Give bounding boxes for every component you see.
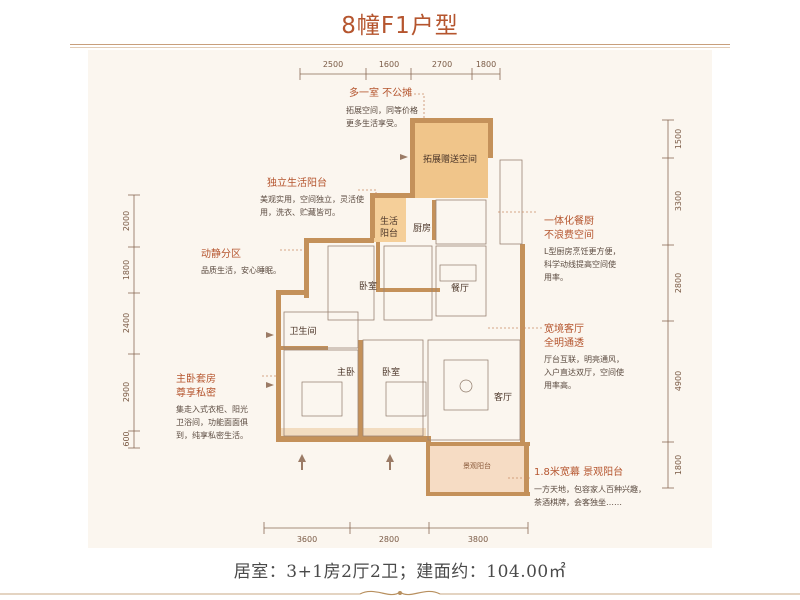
right-dim-5: 1800 [674,455,683,475]
note-extra-room-body: 拓展空间，同等价格 更多生活享受。 [346,106,418,128]
walls [276,118,530,496]
room-bedroom-top: 卧室 [359,280,377,292]
bottom-ornament [0,590,800,596]
room-dining: 餐厅 [451,282,469,294]
bottom-dim-3: 3800 [468,535,488,544]
top-dimension-line [299,68,501,80]
bottom-dimension-line [263,522,529,534]
note-view-balcony-body: 一方天地，包容家人百种兴趣， 茶酒棋牌，会客独坐…… [534,485,646,507]
note-kitchen-body: L型厨房烹饪更方便， 科学动线提高空间使 用率。 [544,247,621,282]
left-dimension-line [128,194,140,449]
note-living-title-2: 全明通透 [544,338,584,349]
bottom-dim-2: 2800 [379,535,399,544]
note-life-balcony-title: 独立生活阳台 [267,178,327,189]
note-living-body: 厅台互联，明亮通风， 入户直达双厅，空间使 用率高。 [544,355,624,390]
room-living: 客厅 [494,391,512,403]
note-master-title-2: 尊享私密 [176,388,216,399]
room-bedroom-mid: 卧室 [382,366,400,378]
note-life-balcony-body: 美观实用，空间独立，灵活使 用，洗衣、贮藏皆可。 [260,195,364,217]
left-dim-5: 600 [122,431,131,446]
left-dim-3: 2400 [122,313,131,333]
entry-arrows [266,154,408,470]
floor-plan: 2500 1600 2700 1800 3600 2800 3800 2000 … [122,60,683,544]
leader-lines [262,93,544,479]
view-balcony-fill [426,442,528,496]
right-dim-2: 3300 [674,191,683,211]
plan-panel [88,50,712,548]
life-balcony-fill [372,198,406,242]
note-view-balcony-title: 1.8米宽幕 景观阳台 [534,467,624,478]
unit-summary: 居室：3+1房2厅2卫；建面约：104.00㎡ [233,562,567,582]
expand-space-fill [412,120,488,198]
note-kitchen-title-2: 不浪费空间 [544,230,594,241]
page-title: 8幢F1户型 [341,13,459,39]
top-dim-2: 1600 [379,60,399,69]
note-zoning-body: 品质生活，安心睡眠。 [201,266,281,275]
note-kitchen-title-1: 一体化餐厨 [544,216,594,227]
interior-lines [283,159,523,441]
room-view-balcony: 景观阳台 [463,461,491,470]
room-kitchen: 厨房 [413,222,431,234]
room-bathroom: 卫生间 [289,325,316,337]
left-dim-4: 2900 [122,382,131,402]
title-divider [70,44,730,45]
note-zoning-title: 动静分区 [201,249,241,260]
note-master-title-1: 主卧套房 [176,374,216,385]
room-life-balcony-2: 阳台 [380,227,398,239]
bottom-dim-1: 3600 [297,535,317,544]
note-living-title-1: 宽境客厅 [544,324,584,335]
top-dim-1: 2500 [323,60,343,69]
right-dim-3: 2800 [674,273,683,293]
furniture [301,264,489,417]
right-dim-1: 1500 [674,129,683,149]
title-divider-2 [70,47,730,48]
right-dim-4: 4900 [674,371,683,391]
left-dim-2: 1800 [122,260,131,280]
note-master-body: 集走入式衣柜、阳光 卫浴间，功能面面俱 到，纯享私密生活。 [176,405,248,440]
top-dim-4: 1800 [476,60,496,69]
top-dim-3: 2700 [432,60,452,69]
room-life-balcony-1: 生活 [380,215,398,227]
room-master: 主卧 [337,366,355,378]
room-expand-space: 拓展赠送空间 [423,153,477,165]
left-dim-1: 2000 [122,211,131,231]
right-dimension-line [662,119,674,489]
note-extra-room-title: 多一室 不公摊 [349,88,413,99]
